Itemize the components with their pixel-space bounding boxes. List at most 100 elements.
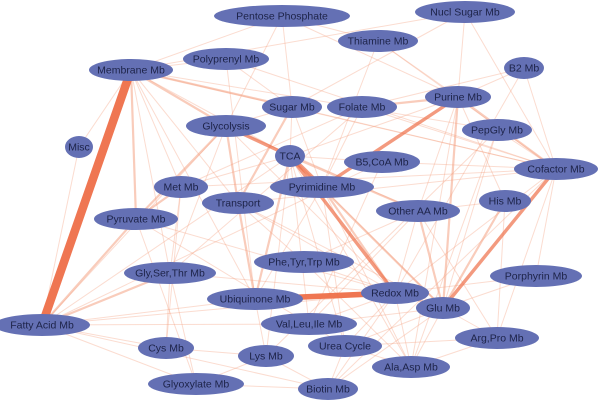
node-lysmb[interactable]: Lys Mb: [238, 345, 294, 367]
node-label: Polyprenyl Mb: [193, 54, 260, 66]
node-label: B2 Mb: [509, 63, 540, 75]
edge-phetyrtrp-alaasp: [303, 261, 412, 368]
node-sugar[interactable]: Sugar Mb: [262, 96, 322, 118]
node-shape: [462, 119, 532, 141]
node-label: Porphyrin Mb: [505, 271, 568, 283]
node-redox[interactable]: Redox Mb: [361, 282, 429, 304]
node-transport[interactable]: Transport: [202, 192, 274, 214]
node-shape: [214, 5, 350, 27]
node-valleuile[interactable]: Val,Leu,Ile Mb: [261, 313, 357, 335]
node-cofactor[interactable]: Cofactor Mb: [514, 158, 598, 180]
node-label: Urea Cycle: [319, 341, 371, 353]
node-shape: [138, 337, 194, 359]
node-label: Ala,Asp Mb: [384, 362, 438, 374]
node-label: Thiamine Mb: [348, 36, 409, 48]
node-cysmb[interactable]: Cys Mb: [138, 337, 194, 359]
node-shape: [514, 158, 598, 180]
node-label: Pyruvate Mb: [107, 214, 166, 226]
edge-pyruvate-glyoxylate: [135, 218, 197, 385]
node-misc[interactable]: Misc: [65, 136, 93, 158]
edge-pentose-sugar: [281, 15, 293, 108]
edge-glysertrh-glyoxylate: [169, 272, 197, 385]
node-pepgly[interactable]: PepGly Mb: [462, 119, 532, 141]
edge-fattyacid-glyoxylate: [41, 324, 197, 385]
node-nuclsugar[interactable]: Nucl Sugar Mb: [415, 1, 515, 23]
node-shape: [416, 297, 470, 319]
node-label: Transport: [216, 198, 261, 210]
node-shape: [372, 356, 450, 378]
node-porphyrin[interactable]: Porphyrin Mb: [490, 265, 582, 287]
node-ubiquinone[interactable]: Ubiquinone Mb: [207, 288, 303, 310]
node-glysertrh[interactable]: Gly,Ser,Thr Mb: [124, 262, 216, 284]
edge-purine-hismb: [457, 96, 506, 202]
node-phetyrtrp[interactable]: Phe,Tyr,Trp Mb: [254, 251, 354, 273]
node-thiamine[interactable]: Thiamine Mb: [338, 30, 418, 52]
node-metmb[interactable]: Met Mb: [154, 176, 208, 198]
node-argpro[interactable]: Arg,Pro Mb: [455, 327, 539, 349]
node-label: Pentose Phosphate: [236, 11, 328, 23]
edge-b2-cofactor: [523, 67, 557, 170]
node-label: Glu Mb: [426, 303, 460, 315]
node-shape: [490, 265, 582, 287]
node-b5coa[interactable]: B5,CoA Mb: [344, 151, 420, 173]
node-membrane[interactable]: Membrane Mb: [89, 59, 173, 81]
edge-membrane-tca: [130, 69, 291, 157]
node-pyruvate[interactable]: Pyruvate Mb: [94, 208, 178, 230]
edge-sugar-pyrimidine: [291, 106, 323, 188]
edge-transport-redox: [237, 202, 396, 294]
node-glumb[interactable]: Glu Mb: [416, 297, 470, 319]
node-shape: [261, 313, 357, 335]
node-ureacycle[interactable]: Urea Cycle: [308, 335, 382, 357]
node-shape: [207, 288, 303, 310]
edge-redox-alaasp: [394, 292, 412, 368]
edge-otheraa-redox: [394, 210, 419, 294]
node-hismb[interactable]: His Mb: [479, 190, 531, 212]
edge-cofactor-metmb: [180, 168, 557, 188]
edge-membrane-pyruvate: [129, 68, 138, 221]
node-shape: [275, 145, 305, 167]
edge-cofactor-redox: [394, 168, 557, 294]
edge-cofactor-argpro: [496, 168, 557, 339]
node-shape: [479, 190, 531, 212]
edge-glycolysis-redox: [225, 125, 396, 294]
node-polyprenyl[interactable]: Polyprenyl Mb: [183, 48, 269, 70]
node-glycolysis[interactable]: Glycolysis: [186, 115, 266, 137]
edge-membrane-metmb: [130, 69, 182, 188]
edge-nuclsugar-cofactor: [464, 11, 557, 170]
node-shape: [89, 59, 173, 81]
node-shape: [504, 57, 544, 79]
node-otheraa[interactable]: Other AA Mb: [376, 200, 460, 222]
node-label: Ubiquinone Mb: [220, 294, 291, 306]
node-label: Sugar Mb: [269, 102, 315, 114]
node-label: Pyrimidine Mb: [289, 182, 356, 194]
edge-glysertrh-cysmb: [165, 272, 171, 349]
edge-pentose-glycolysis: [225, 15, 283, 127]
node-pentose[interactable]: Pentose Phosphate: [214, 5, 350, 27]
node-fattyacid[interactable]: Fatty Acid Mb: [0, 314, 90, 336]
node-shape: [415, 1, 515, 23]
node-label: Cys Mb: [148, 343, 184, 355]
node-shape: [0, 314, 90, 336]
edge-fattyacid-biotin: [41, 324, 329, 390]
node-shape: [262, 96, 322, 118]
node-purine[interactable]: Purine Mb: [425, 86, 491, 108]
edge-pepgly-alaasp: [410, 129, 498, 368]
edge-metmb-glysertrh: [169, 186, 182, 274]
node-alaasp[interactable]: Ala,Asp Mb: [372, 356, 450, 378]
node-label: Membrane Mb: [97, 65, 165, 77]
edge-cofactor-transport: [237, 168, 557, 204]
node-b2[interactable]: B2 Mb: [504, 57, 544, 79]
node-pyrimidine[interactable]: Pyrimidine Mb: [270, 176, 374, 198]
node-biotin[interactable]: Biotin Mb: [298, 378, 358, 400]
node-shape: [202, 192, 274, 214]
edge-glycolysis-pyruvate: [134, 124, 228, 221]
node-folate[interactable]: Folate Mb: [327, 96, 397, 118]
edge-purine-pyrimidine: [320, 95, 460, 189]
node-label: Phe,Tyr,Trp Mb: [268, 257, 340, 269]
node-glyoxylate[interactable]: Glyoxylate Mb: [148, 373, 244, 395]
edge-otheraa-glumb: [416, 209, 445, 310]
node-shape: [344, 151, 420, 173]
node-tca[interactable]: TCA: [275, 145, 305, 167]
node-shape: [254, 251, 354, 273]
